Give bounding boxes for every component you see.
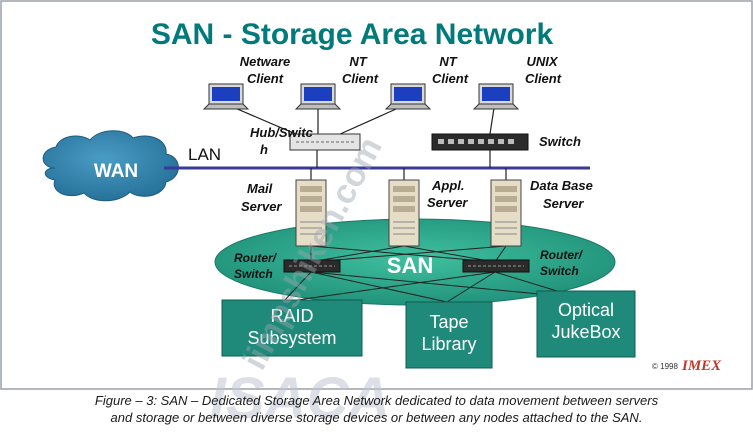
caption-line1: Figure – 3: SAN – Dedicated Storage Area… (94, 393, 659, 408)
jukebox-line1: Optical (558, 300, 614, 320)
db-server-line2: Server (543, 196, 584, 211)
laptop-base (202, 103, 250, 110)
appl-server-line1: Appl. (431, 178, 465, 193)
hub-switch-device[interactable] (289, 133, 361, 151)
figure-caption: Figure – 3: SAN – Dedicated Storage Area… (0, 392, 753, 426)
client-unix-line2: Client (525, 71, 562, 86)
tape-line1: Tape (429, 312, 468, 332)
client-nt1-line1: NT (349, 54, 367, 69)
router-left-line1: Router/ (234, 251, 278, 265)
laptop-screen (482, 87, 510, 101)
client-netware-line2: Client (247, 71, 284, 86)
router-switch-left[interactable] (283, 259, 341, 273)
raid-line1: RAID (270, 306, 313, 326)
client-netware[interactable] (202, 83, 250, 110)
appl-server-line2: Server (427, 195, 468, 210)
hub-label-line2: h (260, 142, 268, 157)
client-links (227, 104, 495, 168)
raid-line2: Subsystem (247, 328, 336, 348)
san-label: SAN (387, 253, 433, 278)
server-lan-links (310, 168, 507, 180)
mail-server[interactable] (295, 179, 327, 247)
laptop-base (294, 103, 342, 110)
database-server[interactable] (490, 179, 522, 247)
tape-line2: Library (421, 334, 476, 354)
laptop-screen (212, 87, 240, 101)
client-nt1-line2: Client (342, 71, 379, 86)
client-nt2-line2: Client (432, 71, 469, 86)
tape-library[interactable]: Tape Library (405, 301, 493, 369)
mail-server-line1: Mail (247, 181, 273, 196)
appl-server[interactable] (388, 179, 420, 247)
client-nt-2[interactable] (384, 83, 432, 110)
copyright-text: © 1998 (652, 362, 678, 371)
router-right-line2: Switch (540, 264, 579, 278)
db-server-line1: Data Base (530, 178, 593, 193)
jukebox-line2: JukeBox (551, 322, 620, 342)
router-left-line2: Switch (234, 267, 273, 281)
imex-brand: IMEX (681, 358, 722, 374)
lan-label: LAN (188, 145, 221, 164)
client-unix[interactable] (472, 83, 520, 110)
wan-label: WAN (94, 161, 138, 182)
laptop-base (472, 103, 520, 110)
isaca-watermark-logo: ISACA (210, 366, 390, 431)
client-netware-line1: Netware (240, 54, 291, 69)
diagram-title: SAN - Storage Area Network (151, 18, 554, 51)
client-unix-line1: UNIX (526, 54, 558, 69)
router-right-line1: Router/ (540, 248, 584, 262)
client-nt2-line1: NT (439, 54, 457, 69)
san-mesh-links (282, 245, 581, 303)
wan-cloud: WAN (42, 130, 179, 202)
client-nt-1[interactable] (294, 83, 342, 110)
mail-server-line2: Server (241, 199, 282, 214)
switch-device[interactable] (431, 133, 529, 151)
laptop-screen (394, 87, 422, 101)
caption-line2: and storage or between diverse storage d… (110, 410, 643, 425)
laptop-screen (304, 87, 332, 101)
router-switch-right[interactable] (462, 259, 530, 273)
optical-jukebox[interactable]: Optical JukeBox (536, 290, 636, 358)
isaca-logo-text: ISACA (210, 366, 390, 431)
raid-subsystem[interactable]: RAID Subsystem (221, 299, 363, 357)
switch-label: Switch (539, 134, 581, 149)
laptop-base (384, 103, 432, 110)
hub-label-line1: Hub/Switc (250, 125, 314, 140)
